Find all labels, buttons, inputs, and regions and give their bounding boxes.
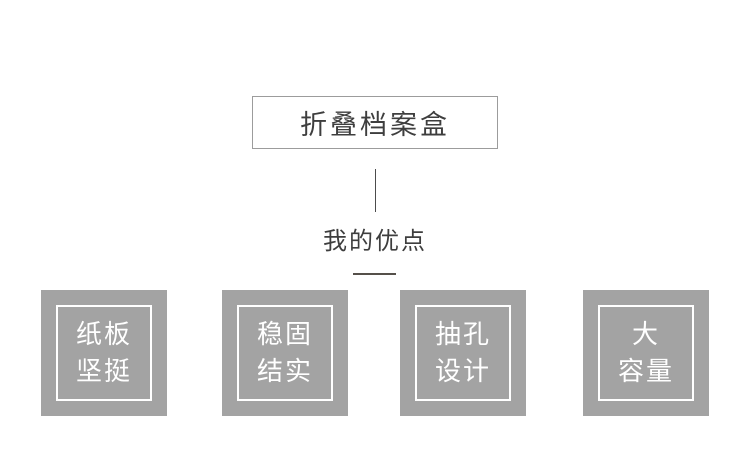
feature-inner-border: 稳固 结实 [237,305,333,401]
subtitle-text: 我的优点 [323,228,427,255]
feature-text-line2: 结实 [256,356,313,386]
feature-text-line2: 设计 [434,356,491,386]
feature-text-line2: 容量 [617,356,674,386]
vertical-connector-line [375,169,376,212]
feature-text-line1: 抽孔 [434,319,491,349]
feature-box-sturdy: 稳固 结实 [222,290,348,416]
feature-text-line1: 稳固 [256,319,313,349]
feature-inner-border: 抽孔 设计 [415,305,511,401]
feature-text-line1: 纸板 [75,319,132,349]
subtitle-underline [353,273,396,275]
feature-inner-border: 纸板 坚挺 [56,305,152,401]
feature-text-line1: 大 [631,319,660,349]
feature-box-large-capacity: 大 容量 [583,290,709,416]
title-text: 折叠档案盒 [300,110,450,140]
feature-box-hole-design: 抽孔 设计 [400,290,526,416]
title-box: 折叠档案盒 [252,96,498,149]
feature-box-cardboard: 纸板 坚挺 [41,290,167,416]
feature-text-line2: 坚挺 [75,356,132,386]
feature-inner-border: 大 容量 [598,305,694,401]
